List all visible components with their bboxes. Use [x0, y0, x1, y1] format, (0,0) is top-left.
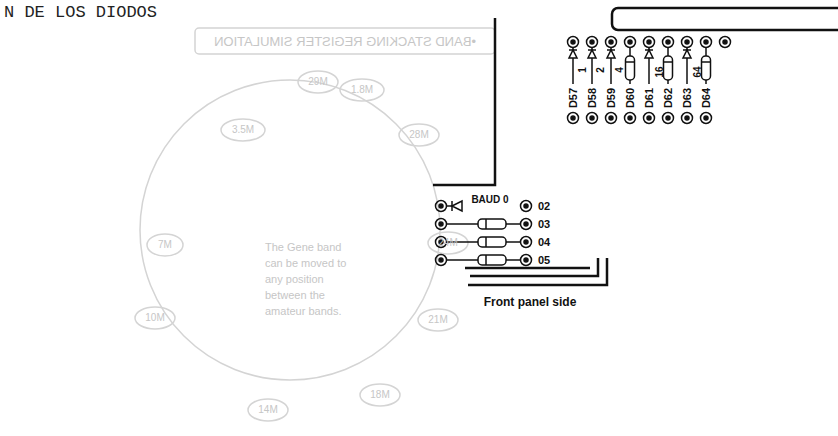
weight-number: 16: [655, 66, 665, 77]
diode-label: D60: [625, 88, 636, 108]
terminal-label: 04: [538, 237, 550, 248]
terminal-label: 02: [538, 201, 550, 212]
diode-label: D63: [682, 88, 693, 108]
band-label: 21M: [428, 315, 447, 325]
weight-number: 4: [615, 67, 625, 73]
weight-number: 2: [596, 67, 606, 73]
watermark-title: •BAND STACKING REGISTER SIMULATION: [214, 35, 476, 48]
watermark-note: The Gene band can be moved to any positi…: [265, 240, 360, 320]
band-label: 10M: [145, 313, 164, 323]
page-heading: N DE LOS DIODOS: [4, 4, 157, 21]
band-label: 3.5M: [232, 125, 254, 135]
diode-label: D59: [606, 88, 617, 108]
band-label: 14M: [258, 405, 277, 415]
band-label: 24M: [438, 238, 457, 248]
weight-number: 1: [578, 67, 588, 73]
diode-label: D61: [644, 88, 655, 108]
diode-label: D57: [568, 88, 579, 108]
board-outline: [433, 8, 838, 285]
band-label: 28M: [409, 130, 428, 140]
terminal-label: 03: [538, 219, 550, 230]
band-label: 29M: [308, 77, 327, 87]
terminal-label: 05: [538, 255, 550, 266]
diode-row: [436, 201, 532, 266]
diode-label: D58: [587, 88, 598, 108]
diode-label: D64: [701, 88, 712, 108]
signal-label: BAUD 0: [469, 195, 510, 205]
band-label: 18M: [370, 390, 389, 400]
bleed-through-circle: [135, 28, 495, 421]
diode-label: D62: [663, 88, 674, 108]
side-label: Front panel side: [484, 296, 577, 308]
band-label: 7M: [158, 240, 172, 250]
band-label: 1.8M: [351, 85, 373, 95]
weight-number: 64: [693, 66, 703, 77]
diode-column: [568, 37, 731, 124]
